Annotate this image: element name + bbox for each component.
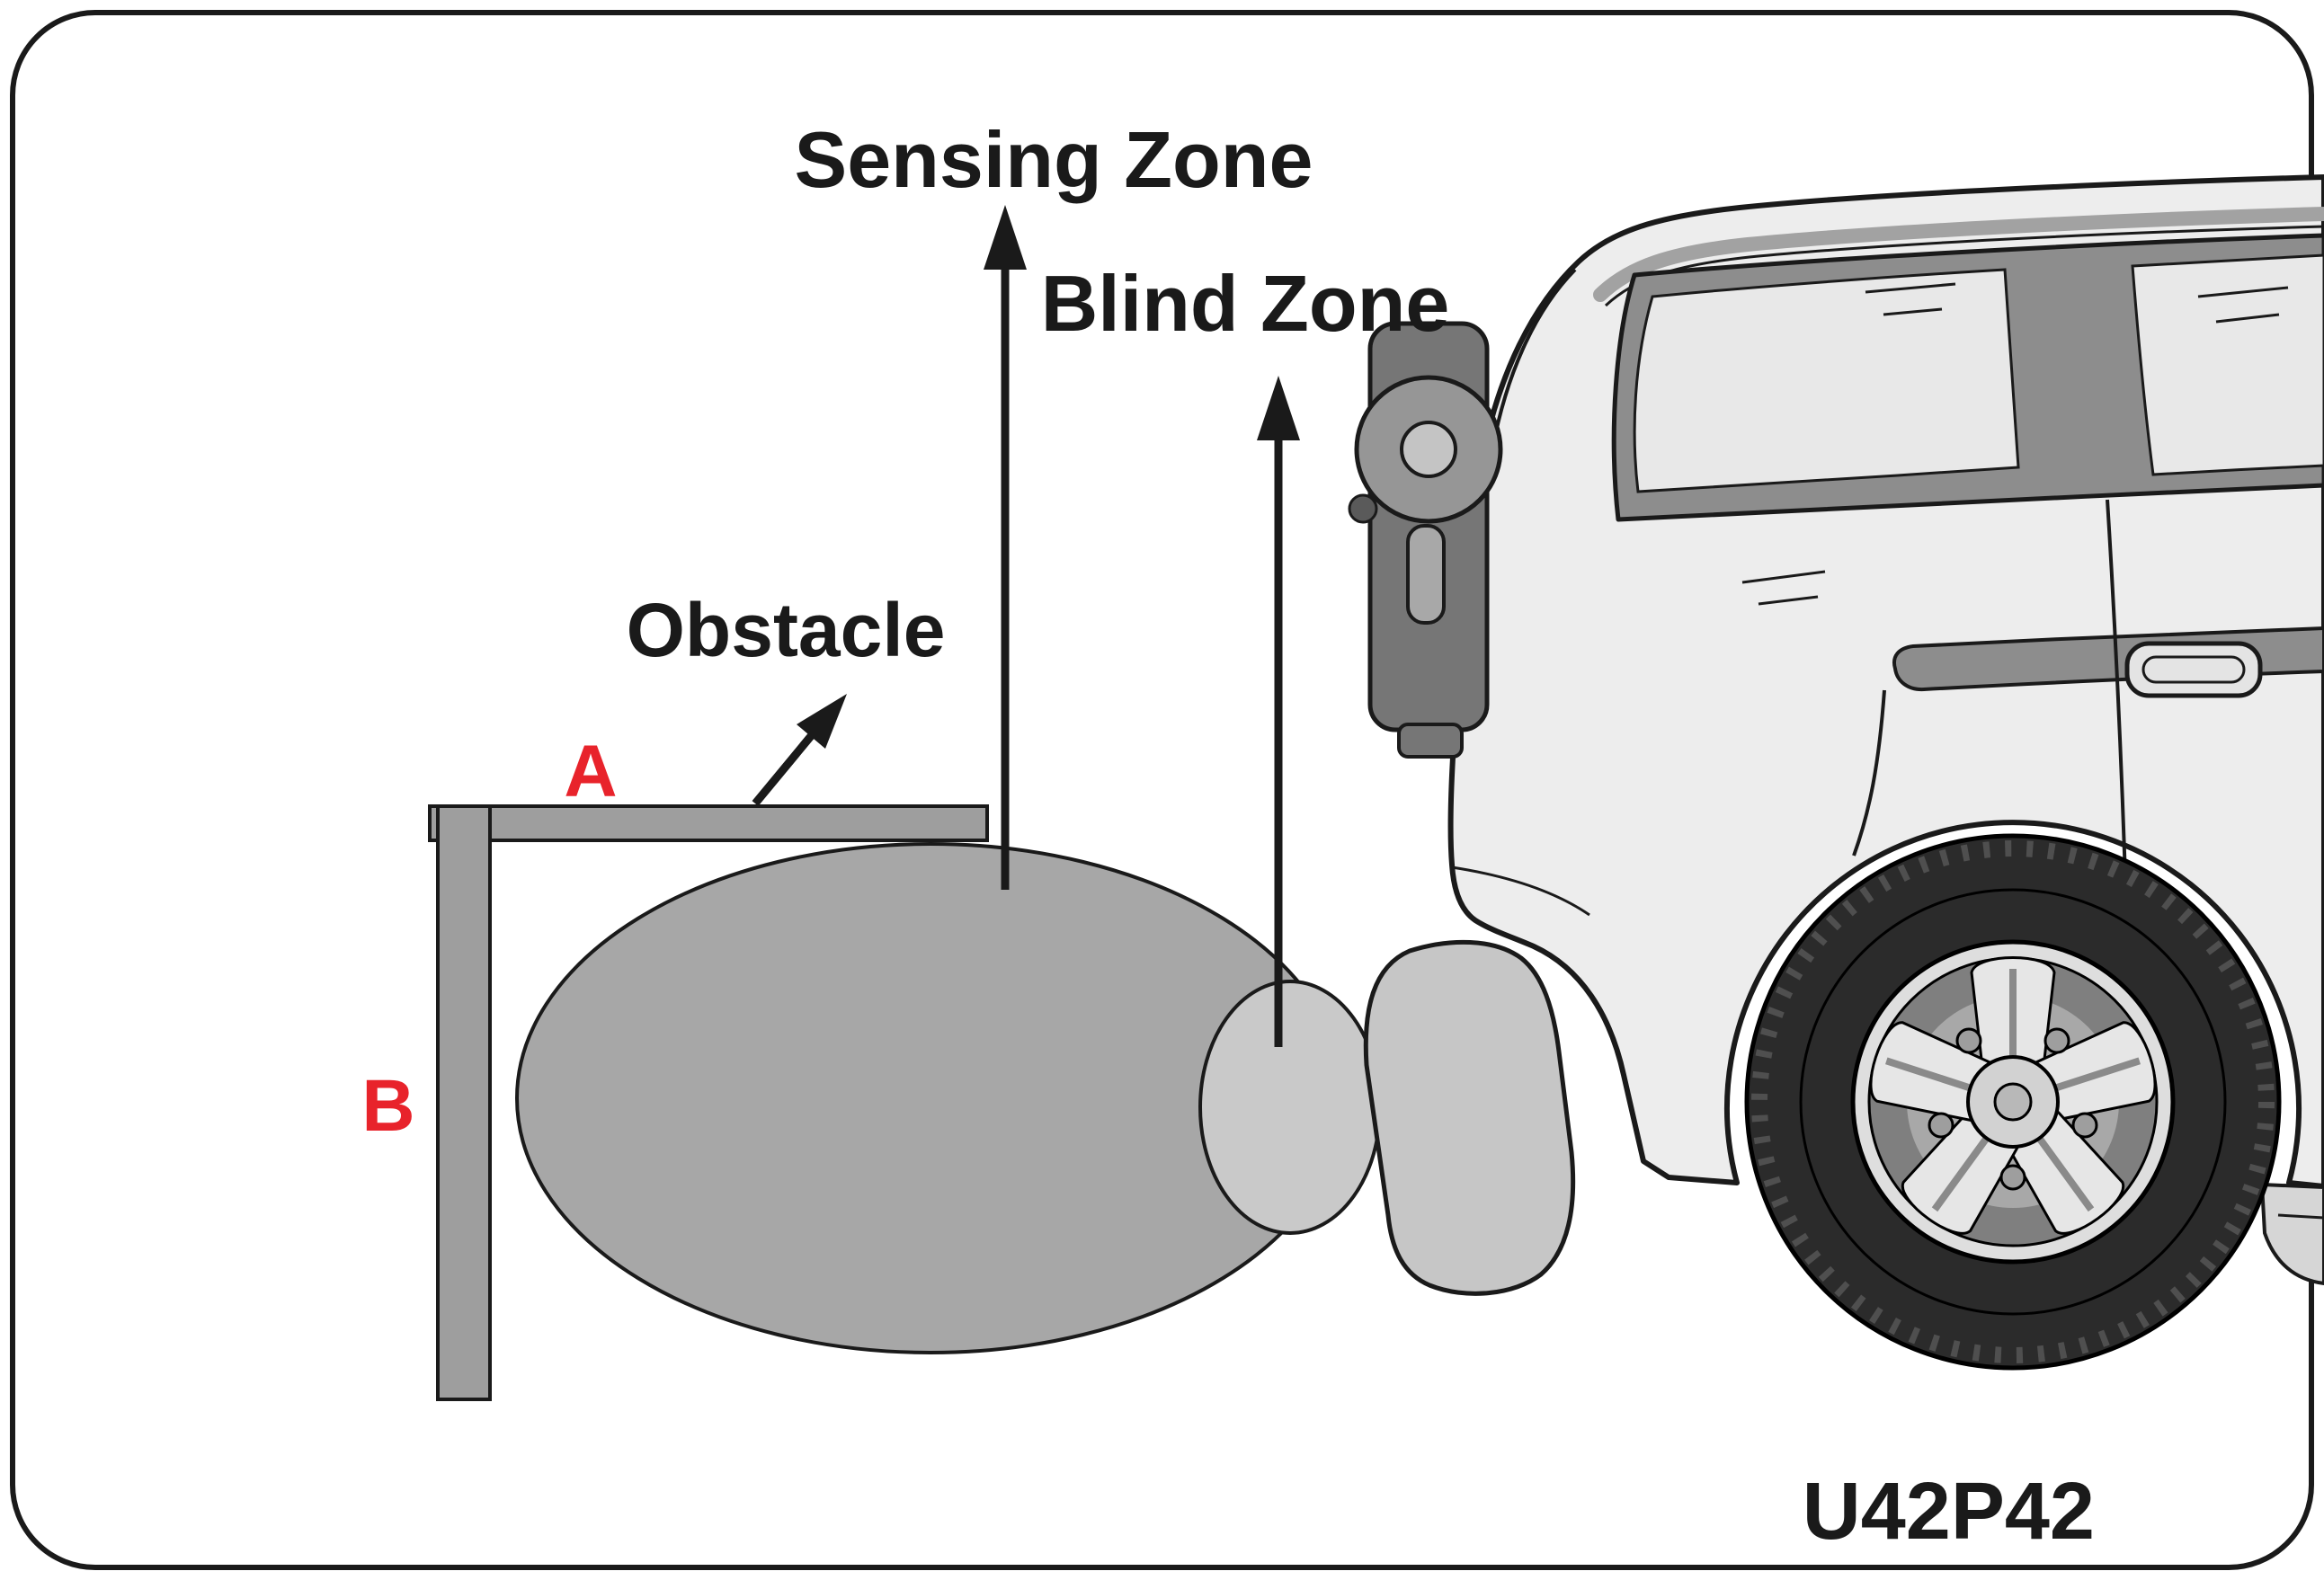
door-seam-line: [1852, 689, 1886, 857]
sensing-zone-label: Sensing Zone: [795, 115, 1313, 204]
dimension-a-label: A: [564, 731, 617, 812]
obstacle-vertical-bar: [436, 804, 492, 1401]
hub-cap: [1993, 1082, 2033, 1122]
blind-zone-label: Blind Zone: [1041, 259, 1450, 348]
lug-nut: [1955, 1027, 1982, 1054]
bumper-crease-line: [1451, 865, 1590, 917]
figure-code-label: U42P42: [1803, 1467, 2095, 1557]
bracket-lower-mount: [1397, 723, 1464, 759]
lug-nut: [2071, 1112, 2098, 1139]
rear-bumper-corner: [1363, 939, 1576, 1296]
sensing-zone-arrowhead: [984, 205, 1027, 270]
tire-sidewall-line: [1799, 888, 2227, 1316]
roof-trim: [1593, 207, 2324, 302]
spare-tire-hub-cap: [1400, 421, 1457, 478]
dimension-b-label: B: [361, 1065, 414, 1147]
lug-nut: [1999, 1164, 2026, 1191]
window-streak-line: [2197, 286, 2289, 298]
body-streak-line: [1741, 570, 1826, 584]
obstacle-arrow-line: [752, 733, 815, 806]
rear-wheel: [1744, 833, 2282, 1371]
door-handle-inner-line: [2141, 655, 2246, 684]
blind-zone-ellipse: [1198, 980, 1382, 1235]
window-streak-line: [1865, 282, 1956, 294]
main-window-glass: [2131, 253, 2324, 476]
rocker-step-line: [2277, 1213, 2324, 1220]
vehicle-illustration: [1348, 174, 2324, 1371]
lug-nut: [1928, 1112, 1954, 1139]
lug-nut: [2044, 1027, 2070, 1054]
blind-zone-arrowhead: [1257, 376, 1300, 440]
obstacle-arrow: [752, 694, 847, 806]
tire-tread: [1751, 840, 2275, 1363]
door-handle: [2124, 641, 2263, 698]
window-streak-line: [1883, 307, 1943, 316]
bracket-handle: [1406, 524, 1446, 625]
quarter-window-glass: [1633, 268, 2020, 493]
body-streak-line: [1758, 595, 1819, 606]
window-streak-line: [2215, 313, 2280, 324]
obstacle-arrowhead: [797, 694, 847, 749]
obstacle-horizontal-bar: [428, 804, 989, 842]
sensing-zone-arrow: [984, 205, 1027, 890]
obstacle-label: Obstacle: [627, 588, 946, 672]
blind-zone-arrow: [1257, 376, 1300, 1047]
bracket-bolt: [1348, 493, 1378, 524]
